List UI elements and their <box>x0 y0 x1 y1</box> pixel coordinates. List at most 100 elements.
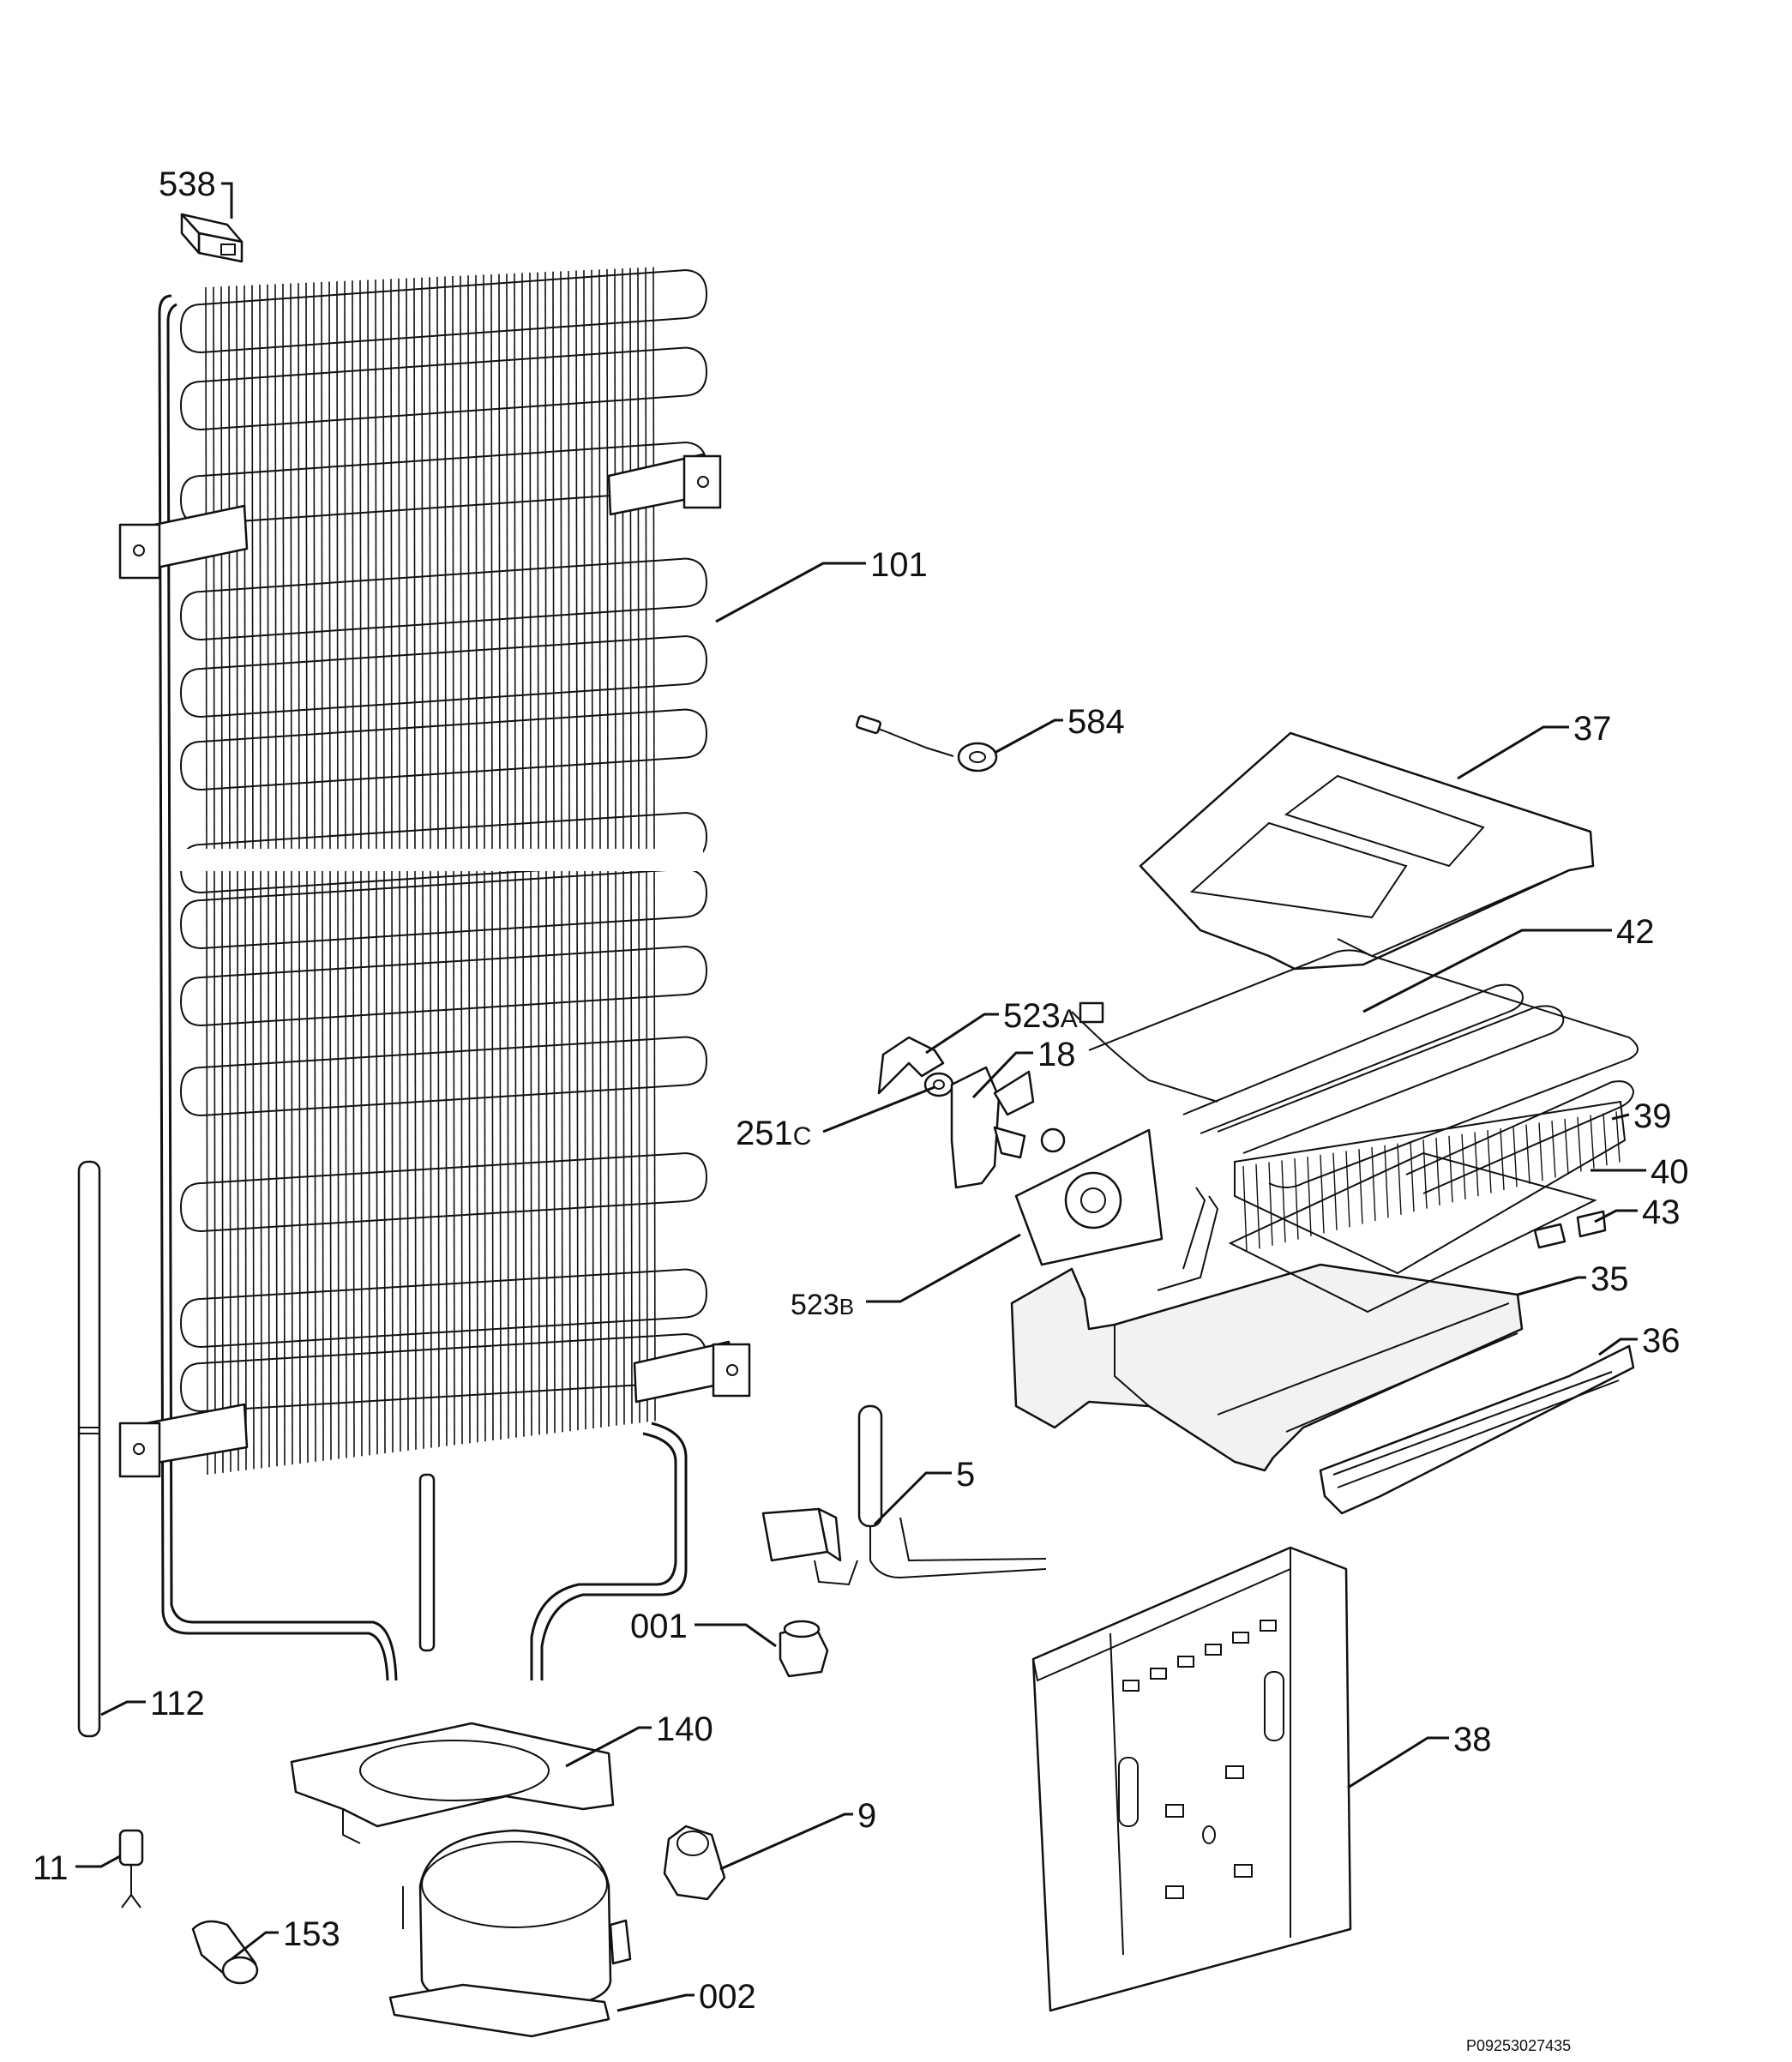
condenser-fin <box>321 281 324 1461</box>
evaporator-fin <box>1397 1143 1402 1215</box>
fan-plate-523b <box>1014 1128 1164 1266</box>
condenser-fin <box>606 268 610 1427</box>
condenser-tube-loop <box>179 1036 708 1117</box>
callout-38: 38 <box>1453 1721 1492 1758</box>
drawing-code: P09253027435 <box>1466 2037 1571 2054</box>
condenser-tube-loop <box>179 634 708 718</box>
evaporator-fin <box>1294 1158 1299 1240</box>
evaporator-fin <box>1410 1141 1415 1212</box>
condenser-tube-loop <box>179 346 708 431</box>
condenser-fin <box>622 268 625 1425</box>
condenser-break-gap <box>154 849 703 871</box>
condenser-fin <box>598 269 602 1428</box>
evaporator-fin <box>1384 1145 1389 1218</box>
condenser-bracket-lower-left <box>118 1403 249 1478</box>
evaporator-fin <box>1474 1132 1479 1197</box>
condenser-bracket-upper-right <box>607 453 722 516</box>
evaporator-fin <box>1603 1113 1608 1166</box>
condenser-tubes <box>179 268 708 1413</box>
evaporator-housing-35 <box>1010 1187 1524 1472</box>
evaporator-fin <box>1307 1156 1312 1237</box>
evaporator-fin <box>1500 1127 1505 1191</box>
panel-slot <box>1177 1656 1194 1668</box>
fan-motor-18 <box>950 1066 1066 1189</box>
defrost-heater-42 <box>1071 949 1639 1194</box>
leader-538 <box>221 182 233 219</box>
evaporator-cover-37 <box>1139 731 1595 971</box>
drain-tube-112 <box>77 1160 101 1738</box>
condenser-fin <box>637 268 640 1423</box>
evaporator-fin <box>1615 1111 1621 1163</box>
evaporator-fin <box>1512 1126 1518 1187</box>
condenser-fin <box>652 267 656 1422</box>
callout-5: 5 <box>956 1456 975 1494</box>
callout-001: 001 <box>630 1608 688 1645</box>
evaporator-fin <box>1371 1146 1376 1222</box>
condenser-fin <box>645 267 648 1422</box>
condenser-tube-loop <box>179 945 708 1027</box>
callout-11: 11 <box>33 1849 69 1887</box>
callout-42: 42 <box>1616 913 1655 951</box>
leader-002 <box>616 1993 695 2012</box>
panel-slot <box>1122 1680 1140 1692</box>
callout-35: 35 <box>1591 1260 1629 1298</box>
temperature-sensor-584 <box>856 714 998 772</box>
evaporator-fin <box>1332 1152 1338 1230</box>
evaporator-fin <box>1320 1154 1325 1234</box>
leader-140 <box>565 1726 652 1768</box>
condenser-tube-loop <box>179 708 708 791</box>
back-panel-38 <box>1031 1546 1352 2012</box>
solenoid-valve-5 <box>761 1404 1047 1586</box>
panel-slot <box>1260 1620 1277 1632</box>
callout-251c: 251C <box>736 1115 811 1152</box>
leader-35 <box>1517 1276 1586 1296</box>
evaporator-fin <box>1435 1137 1440 1206</box>
callout-112: 112 <box>150 1685 205 1722</box>
callout-523a: 523A <box>1003 997 1078 1035</box>
leader-42 <box>1362 929 1612 1013</box>
panel-slot <box>1150 1668 1167 1680</box>
leader-523b <box>866 1233 1021 1303</box>
condenser-tube-loop <box>179 557 708 641</box>
panel-slot <box>1205 1644 1222 1656</box>
evaporator-fin <box>1358 1149 1363 1224</box>
evaporator-fin <box>1525 1124 1530 1184</box>
condenser-tube-loop <box>179 268 708 354</box>
callout-39: 39 <box>1633 1097 1672 1135</box>
condenser-left-pipe-inner <box>166 303 398 1681</box>
evaporator-fin <box>1564 1118 1569 1175</box>
condenser-fin <box>267 284 270 1468</box>
evaporator-fins <box>1242 1111 1621 1253</box>
callout-584: 584 <box>1067 703 1125 741</box>
overload-protector-9 <box>663 1825 726 1901</box>
condenser-fin <box>290 283 293 1465</box>
leader-112 <box>100 1700 146 1716</box>
evaporator-fin <box>1422 1139 1428 1209</box>
condenser-center-tube <box>418 1473 436 1652</box>
condenser-left-pipe <box>158 294 389 1681</box>
condenser-fin <box>298 283 301 1464</box>
panel-slot <box>1232 1632 1249 1644</box>
evaporator-fin <box>1551 1121 1556 1178</box>
leader-523a <box>925 1013 999 1055</box>
evaporator-fin <box>1461 1133 1466 1199</box>
connector-plug-538 <box>180 213 244 263</box>
condenser-bracket-lower-right <box>633 1340 751 1404</box>
leader-101 <box>715 562 866 623</box>
leader-11 <box>75 1855 121 1868</box>
callout-523b: 523B <box>791 1289 854 1321</box>
condenser-fin <box>251 285 255 1470</box>
condenser-right-pipe-inner <box>530 1432 677 1680</box>
leader-9 <box>719 1813 853 1871</box>
condenser-fin <box>313 282 316 1462</box>
clip-43 <box>1533 1210 1607 1249</box>
callout-002: 002 <box>699 1978 756 2016</box>
leader-38 <box>1347 1736 1449 1789</box>
evaporator-fin <box>1448 1135 1453 1203</box>
callout-153: 153 <box>283 1915 340 1953</box>
callout-40: 40 <box>1651 1153 1689 1191</box>
sleeve-153 <box>191 1920 259 1985</box>
condenser-fin <box>305 282 309 1463</box>
condenser-fin <box>614 268 617 1426</box>
